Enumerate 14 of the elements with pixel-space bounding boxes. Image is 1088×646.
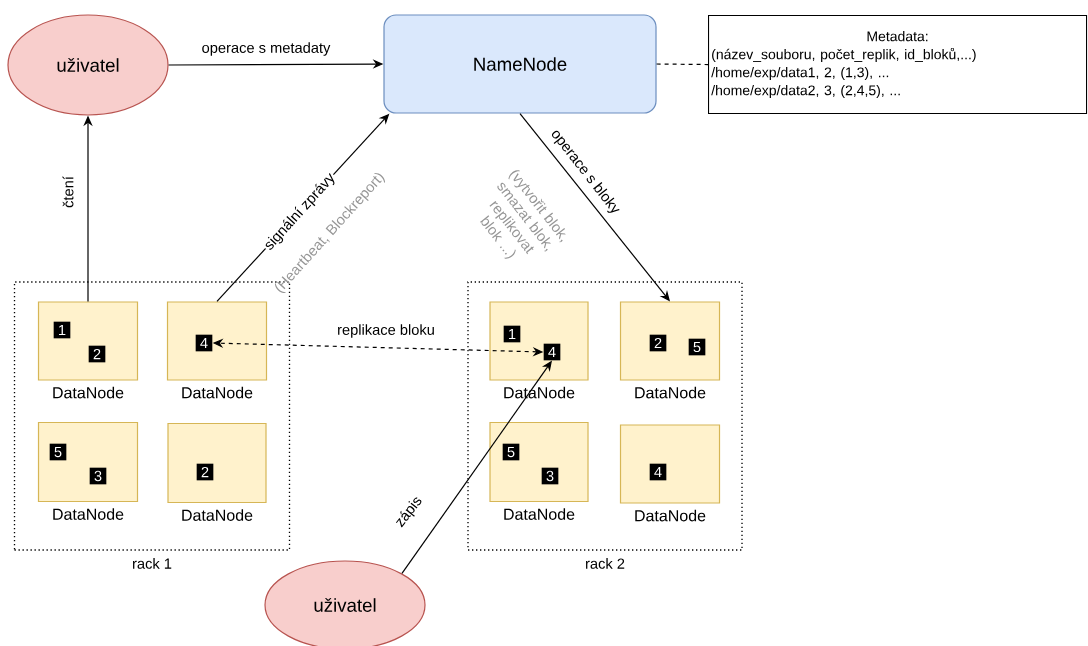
- metadata-box: Metadata: (název_souboru, počet_replik, id_bloků,...) /home/exp/data1, 2, (1,3), ... /home/exp/data2, 3, (2,4,5), ...: [708, 15, 1088, 115]
- node-label: rack 1: [133, 558, 172, 569]
- node-label: DataNode: [635, 509, 706, 522]
- edge-label: operace s metadaty: [200, 40, 332, 58]
- node-label: DataNode: [182, 386, 253, 399]
- edge-label: čtení: [61, 174, 75, 210]
- node-label: rack 2: [586, 558, 625, 569]
- namenode-box: NameNode: [383, 14, 657, 114]
- edge-label: replikace bloku: [335, 322, 437, 340]
- node-label: DataNode: [53, 386, 124, 399]
- node-label: DataNode: [635, 386, 706, 399]
- node-label: DataNode: [504, 508, 575, 520]
- node-label: DataNode: [182, 509, 253, 521]
- node-label: DataNode: [53, 508, 124, 520]
